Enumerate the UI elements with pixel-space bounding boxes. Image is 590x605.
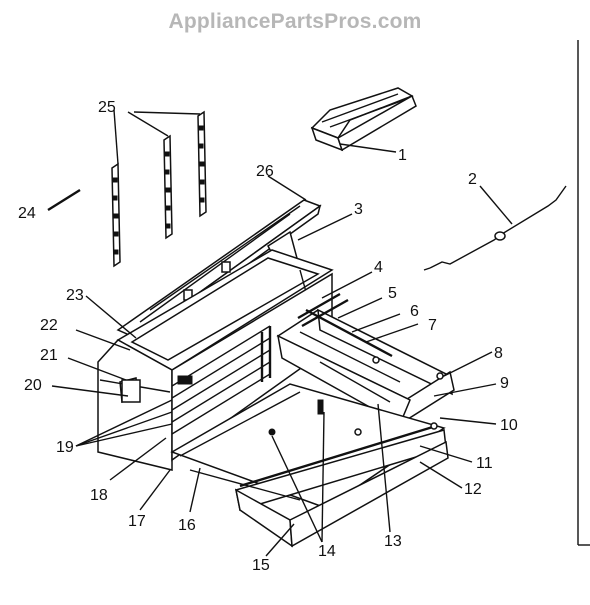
callout-14: 14: [318, 543, 336, 560]
callout-17: 17: [128, 513, 146, 530]
callout-13: 13: [384, 533, 402, 550]
callout-26: 26: [256, 163, 274, 180]
part-callouts: 1 2 3 4 5 6 7 8 9 10 11 12 13 14 15 16 1…: [18, 99, 518, 574]
callout-15: 15: [252, 557, 270, 574]
large-drawer: [170, 383, 449, 548]
watermark: AppliancePartsPros.com: [168, 10, 422, 33]
lid-support-rod: [423, 185, 567, 271]
leader-lines: [51, 109, 513, 557]
chest-body: [97, 249, 334, 471]
slide-strips: [111, 110, 207, 268]
callout-1: 1: [398, 147, 407, 164]
callout-23: 23: [66, 287, 84, 304]
callout-19: 19: [56, 439, 74, 456]
callout-16: 16: [178, 517, 196, 534]
callout-3: 3: [354, 201, 363, 218]
callout-21: 21: [40, 347, 58, 364]
callout-20: 20: [24, 377, 42, 394]
callout-24: 24: [18, 205, 36, 222]
callout-22: 22: [40, 317, 58, 334]
callout-9: 9: [500, 375, 509, 392]
callout-11: 11: [476, 455, 493, 472]
callout-7: 7: [428, 317, 437, 334]
drawer-slides: [305, 308, 393, 403]
callout-5: 5: [388, 285, 397, 302]
callout-4: 4: [374, 259, 383, 276]
hinge-pin: [47, 188, 81, 212]
callout-10: 10: [500, 417, 518, 434]
callout-18: 18: [90, 487, 108, 504]
callout-8: 8: [494, 345, 503, 362]
callout-6: 6: [410, 303, 419, 320]
callout-2: 2: [468, 171, 477, 188]
callout-12: 12: [464, 481, 482, 498]
page-border: [577, 40, 590, 546]
callout-25: 25: [98, 99, 116, 116]
tote-tray: [310, 87, 417, 152]
